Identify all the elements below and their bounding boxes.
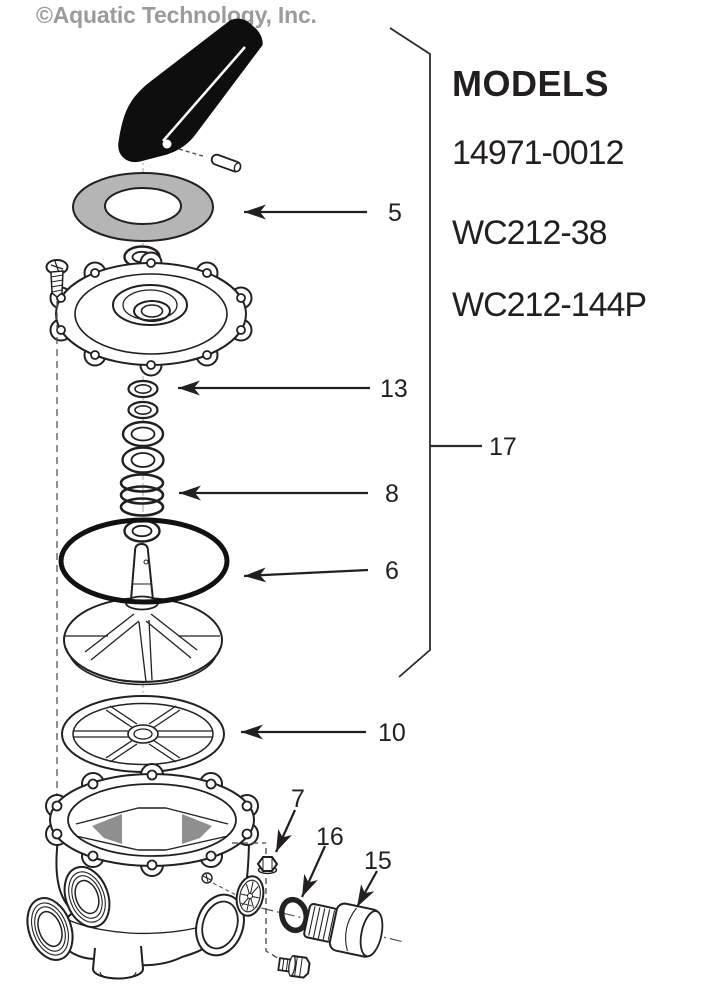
stem-oring — [121, 420, 165, 448]
callout-10: 10 — [241, 719, 406, 747]
nut-part7 — [256, 856, 279, 875]
valve-handle — [118, 18, 263, 163]
hex-bolt — [277, 954, 311, 979]
spring-part8 — [119, 473, 165, 517]
port-oring-part16 — [279, 896, 309, 934]
callout-7: 7 — [274, 785, 305, 853]
callout-8: 8 — [179, 480, 399, 508]
handle-pin — [210, 153, 242, 173]
callout-15: 15 — [356, 847, 392, 908]
callout-label-17: 17 — [489, 433, 517, 461]
shaft-oring — [123, 519, 161, 543]
callout-6: 6 — [243, 557, 399, 585]
valve-body — [26, 763, 265, 980]
callout-label-16: 16 — [316, 823, 344, 851]
bracket-part17 — [389, 27, 482, 678]
model-number: 14971-0012 — [452, 134, 625, 172]
callout-label-8: 8 — [385, 480, 399, 508]
callout-label-6: 6 — [385, 557, 399, 585]
bottom-port — [91, 945, 145, 980]
model-number: WC212-144P — [452, 286, 647, 324]
lid-oring-part6 — [58, 517, 230, 605]
drain-plug-part15 — [303, 902, 384, 958]
cover-screw — [45, 259, 69, 298]
right-port — [195, 893, 245, 957]
callout-label-7: 7 — [291, 785, 305, 813]
body-interior-braces — [75, 807, 229, 851]
stem-washer — [127, 379, 159, 399]
stem-washer — [127, 400, 159, 420]
models-title: MODELS — [452, 63, 610, 104]
callout-17: 17 — [489, 433, 517, 461]
callout-5: 5 — [244, 199, 402, 227]
left-port-upper — [63, 865, 111, 929]
rear-port — [235, 875, 265, 917]
callout-label-5: 5 — [388, 199, 402, 227]
left-port-lower — [26, 897, 74, 961]
stem-oring — [121, 446, 165, 474]
callout-label-13: 13 — [380, 375, 408, 403]
diverter-assembly — [63, 542, 223, 686]
nut-alignment-line — [232, 842, 282, 961]
diverter-stem — [129, 542, 155, 601]
callout-label-15: 15 — [364, 847, 392, 875]
callout-16: 16 — [300, 823, 344, 898]
callout-label-10: 10 — [378, 719, 406, 747]
model-number: WC212-38 — [452, 214, 608, 252]
cover-washer-part5 — [72, 172, 214, 242]
pin-alignment-line — [178, 148, 207, 158]
watermark-text: ©Aquatic Technology, Inc. — [36, 2, 317, 28]
spider-gasket-part10 — [61, 695, 225, 773]
valve-cover — [49, 251, 253, 377]
callout-13: 13 — [178, 375, 408, 403]
